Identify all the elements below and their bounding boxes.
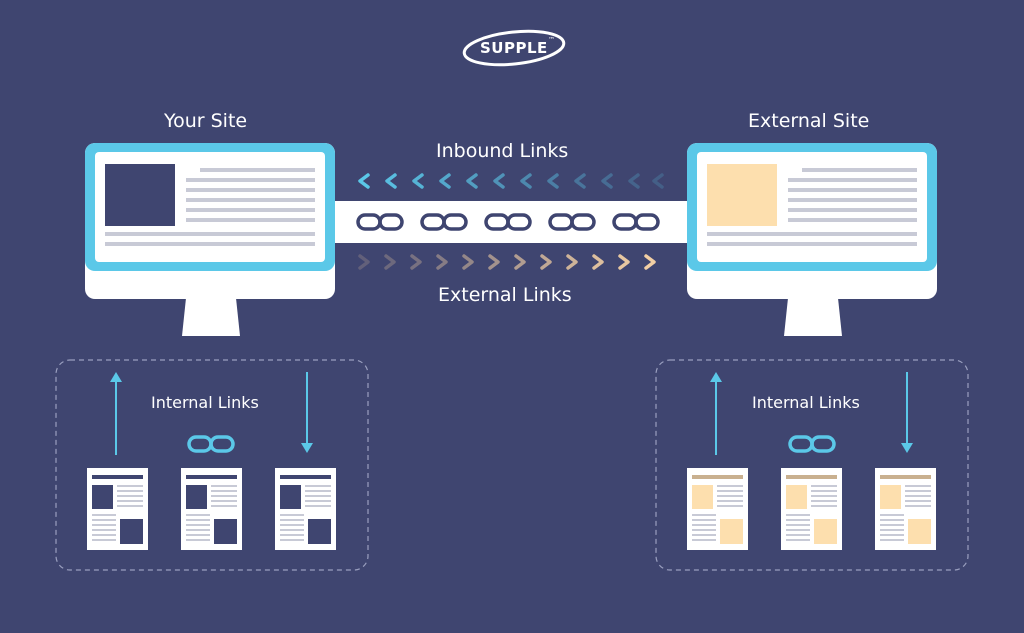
supple-logo: SUPPLE ™ xyxy=(462,28,566,68)
your-site-label: Your Site xyxy=(164,110,248,132)
chevron-left-icon xyxy=(628,173,640,189)
chevron-left-icon xyxy=(652,173,664,189)
chevron-right-icon xyxy=(462,254,474,270)
chevron-right-icon xyxy=(514,254,526,270)
link-bridge xyxy=(330,201,692,243)
internal-links-label-right: Internal Links xyxy=(752,393,860,412)
internal-links-label-left: Internal Links xyxy=(151,393,259,412)
external-chevrons xyxy=(358,254,656,270)
chevron-right-icon xyxy=(488,254,500,270)
arrow-down-icon xyxy=(301,372,313,453)
external-site-label: External Site xyxy=(748,110,870,132)
chevron-right-icon xyxy=(358,254,370,270)
chevron-left-icon xyxy=(601,173,613,189)
document-icon xyxy=(687,468,748,550)
arrow-down-icon xyxy=(901,372,913,453)
internal-links-box-left xyxy=(55,359,369,571)
chevron-right-icon xyxy=(384,254,396,270)
your-site-image-block xyxy=(105,164,175,226)
your-site-text-lines xyxy=(105,168,315,246)
arrow-up-icon xyxy=(110,372,122,455)
external-site-image-block xyxy=(707,164,777,226)
chain-link-icon xyxy=(420,213,468,231)
chevron-left-icon xyxy=(358,173,370,189)
chevron-right-icon xyxy=(618,254,630,270)
chevron-left-icon xyxy=(385,173,397,189)
inbound-links-label: Inbound Links xyxy=(436,140,569,162)
chain-link-icon xyxy=(548,213,596,231)
chevron-right-icon xyxy=(436,254,448,270)
chevron-right-icon xyxy=(410,254,422,270)
chevron-left-icon xyxy=(493,173,505,189)
chain-link-icon xyxy=(187,435,235,453)
your-site-monitor-icon xyxy=(85,143,335,336)
document-icon xyxy=(875,468,936,550)
logo-text: SUPPLE xyxy=(480,39,548,57)
external-site-text-lines xyxy=(707,168,917,246)
document-icon xyxy=(781,468,842,550)
chevron-right-icon xyxy=(644,254,656,270)
chevron-right-icon xyxy=(566,254,578,270)
document-icon xyxy=(87,468,148,550)
chevron-right-icon xyxy=(592,254,604,270)
document-icon xyxy=(181,468,242,550)
chevron-right-icon xyxy=(540,254,552,270)
chevron-left-icon xyxy=(574,173,586,189)
arrow-up-icon xyxy=(710,372,722,455)
document-icon xyxy=(275,468,336,550)
chevron-left-icon xyxy=(439,173,451,189)
chevron-left-icon xyxy=(412,173,424,189)
inbound-chevrons xyxy=(358,173,664,189)
chain-link-icon xyxy=(484,213,532,231)
internal-links-box-right xyxy=(655,359,969,571)
chevron-left-icon xyxy=(547,173,559,189)
logo-swoosh-icon xyxy=(462,29,566,67)
chain-link-icon xyxy=(356,213,404,231)
chevron-left-icon xyxy=(520,173,532,189)
chain-link-icon xyxy=(788,435,836,453)
chevron-left-icon xyxy=(466,173,478,189)
chain-link-icon xyxy=(612,213,660,231)
logo-trademark: ™ xyxy=(548,36,555,44)
external-links-label: External Links xyxy=(438,284,572,306)
external-site-monitor-icon xyxy=(687,143,937,336)
